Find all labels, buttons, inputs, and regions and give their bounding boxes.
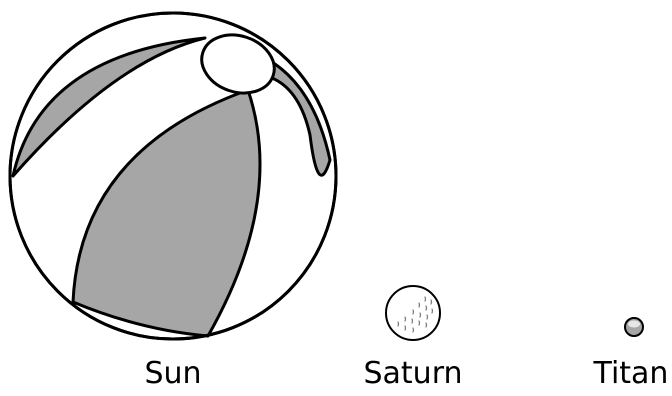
golf-ball-icon (386, 286, 440, 340)
titan-label: Titan (594, 356, 669, 392)
sun-label: Sun (144, 356, 201, 392)
saturn-label: Saturn (363, 356, 462, 392)
beach-ball-icon (10, 13, 336, 339)
marble-icon (625, 318, 643, 336)
